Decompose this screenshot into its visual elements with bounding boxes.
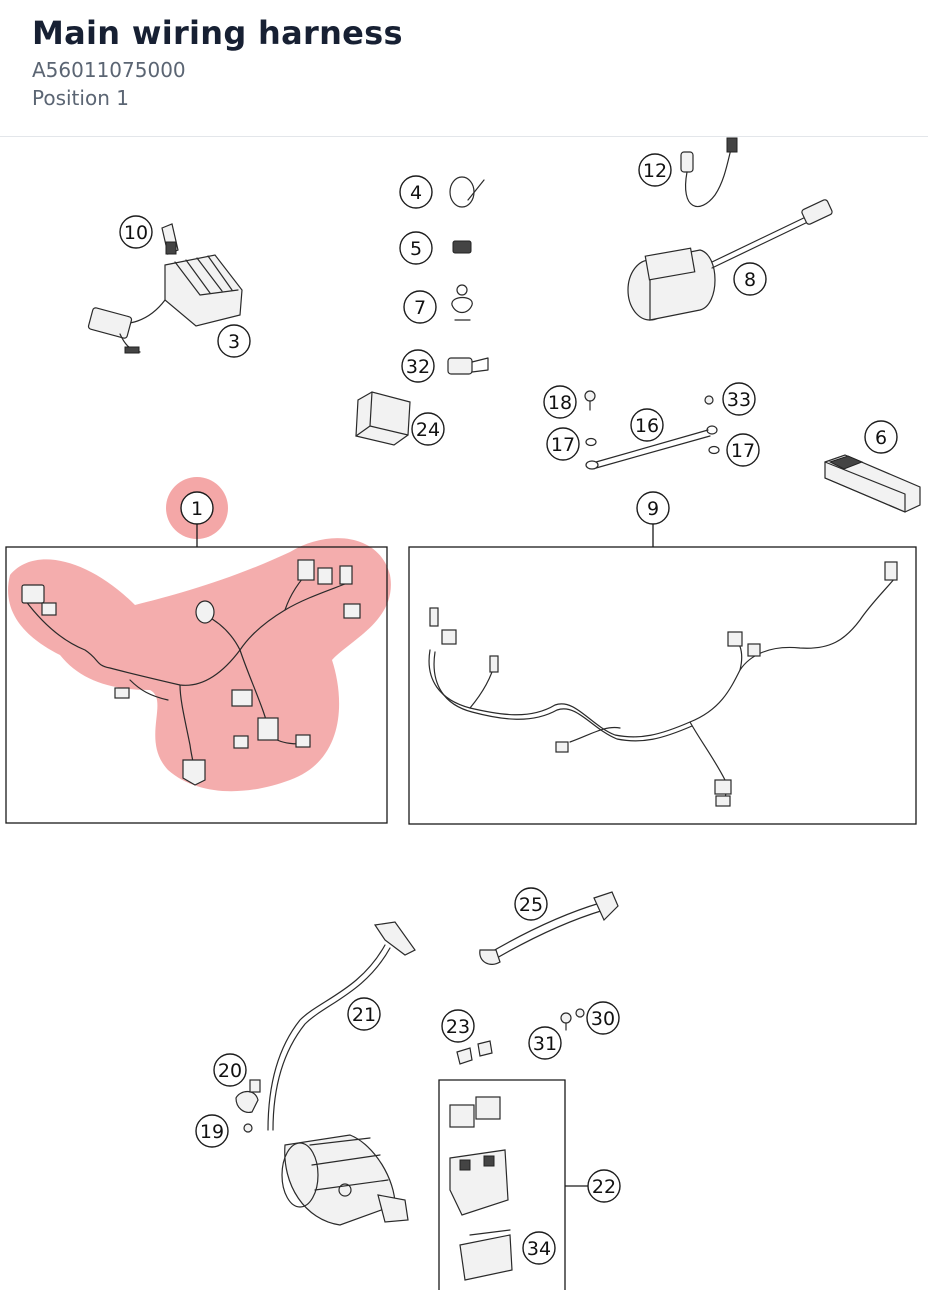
callout-18[interactable]: 18 [543, 385, 577, 419]
svg-text:30: 30 [591, 1008, 615, 1030]
screw-part-33 [704, 395, 714, 405]
svg-text:19: 19 [200, 1121, 224, 1143]
callout-32[interactable]: 32 [401, 349, 435, 383]
svg-text:5: 5 [410, 238, 422, 260]
cable-tie-part [449, 176, 485, 208]
svg-text:20: 20 [218, 1060, 242, 1082]
svg-text:34: 34 [527, 1238, 551, 1260]
cable-part-25 [479, 891, 619, 965]
svg-text:7: 7 [414, 297, 426, 319]
cable-part-12 [680, 137, 738, 208]
position-label: Position 1 [32, 86, 129, 110]
washer-part-17a [585, 437, 597, 447]
callout-23[interactable]: 23 [441, 1009, 475, 1043]
callout-17a[interactable]: 17 [546, 427, 580, 461]
callout-20[interactable]: 20 [213, 1053, 247, 1087]
svg-text:16: 16 [635, 415, 659, 437]
callout-17b[interactable]: 17 [726, 433, 760, 467]
callout-19[interactable]: 19 [195, 1114, 229, 1148]
page-title: Main wiring harness [32, 14, 403, 52]
connector-part-32 [447, 357, 489, 375]
svg-text:24: 24 [416, 419, 440, 441]
cap-part-20 [235, 1079, 261, 1113]
relay-cover-part-34 [459, 1229, 513, 1281]
clip-part-7 [451, 284, 473, 321]
part-number: A56011075000 [32, 58, 186, 82]
callout-10[interactable]: 10 [119, 215, 153, 249]
svg-text:6: 6 [875, 427, 887, 449]
voltage-regulator-part [87, 254, 243, 354]
callout-1[interactable]: 1 [180, 491, 214, 525]
header: Main wiring harness A56011075000 Positio… [0, 0, 928, 137]
callout-7[interactable]: 7 [403, 290, 437, 324]
svg-text:17: 17 [551, 434, 575, 456]
callout-31[interactable]: 31 [528, 1026, 562, 1060]
svg-text:23: 23 [446, 1016, 470, 1038]
fuel-pump-part-8 [627, 199, 833, 321]
callout-8[interactable]: 8 [733, 262, 767, 296]
svg-text:25: 25 [519, 894, 543, 916]
svg-text:17: 17 [731, 440, 755, 462]
svg-text:18: 18 [548, 392, 572, 414]
callout-22[interactable]: 22 [587, 1169, 621, 1203]
relay-cover-part-24 [355, 391, 411, 446]
washer-part-17b [708, 445, 720, 455]
callout-16[interactable]: 16 [630, 408, 664, 442]
control-unit-part-6 [824, 454, 921, 513]
frame-position-22 [438, 1079, 566, 1290]
callout-25[interactable]: 25 [514, 887, 548, 921]
callout-24[interactable]: 24 [411, 412, 445, 446]
svg-text:3: 3 [228, 331, 240, 353]
wiring-harness-part-9 [428, 561, 898, 807]
connector-part-5 [452, 240, 472, 254]
svg-text:1: 1 [191, 498, 203, 520]
svg-text:8: 8 [744, 269, 756, 291]
callout-33[interactable]: 33 [722, 382, 756, 416]
svg-text:21: 21 [352, 1004, 376, 1026]
svg-text:33: 33 [727, 389, 751, 411]
svg-text:9: 9 [647, 498, 659, 520]
starter-cable-part-21 [267, 921, 416, 1131]
callout-5[interactable]: 5 [399, 231, 433, 265]
callout-6[interactable]: 6 [864, 420, 898, 454]
svg-text:32: 32 [406, 356, 430, 378]
svg-text:31: 31 [533, 1033, 557, 1055]
callout-21[interactable]: 21 [347, 997, 381, 1031]
svg-text:22: 22 [592, 1176, 616, 1198]
callout-34[interactable]: 34 [522, 1231, 556, 1265]
svg-text:12: 12 [643, 160, 667, 182]
ground-cable-part-16 [585, 425, 718, 470]
callout-12[interactable]: 12 [638, 153, 672, 187]
main-wiring-harness-part-1 [21, 559, 361, 786]
svg-text:10: 10 [124, 222, 148, 244]
callout-4[interactable]: 4 [399, 175, 433, 209]
nut-part-19 [243, 1123, 253, 1133]
screw-part-30 [575, 1008, 585, 1018]
svg-text:4: 4 [410, 182, 422, 204]
callout-9[interactable]: 9 [636, 491, 670, 525]
starter-motor-part [281, 1134, 409, 1226]
screw-part-31 [560, 1012, 572, 1031]
sensor-part-10 [161, 223, 179, 255]
fuse-part-23 [456, 1040, 493, 1065]
screw-part-18 [584, 390, 596, 411]
callout-30[interactable]: 30 [586, 1001, 620, 1035]
frame-position-9 [408, 546, 917, 825]
relay-part-22 [449, 1096, 509, 1216]
callout-3[interactable]: 3 [217, 324, 251, 358]
